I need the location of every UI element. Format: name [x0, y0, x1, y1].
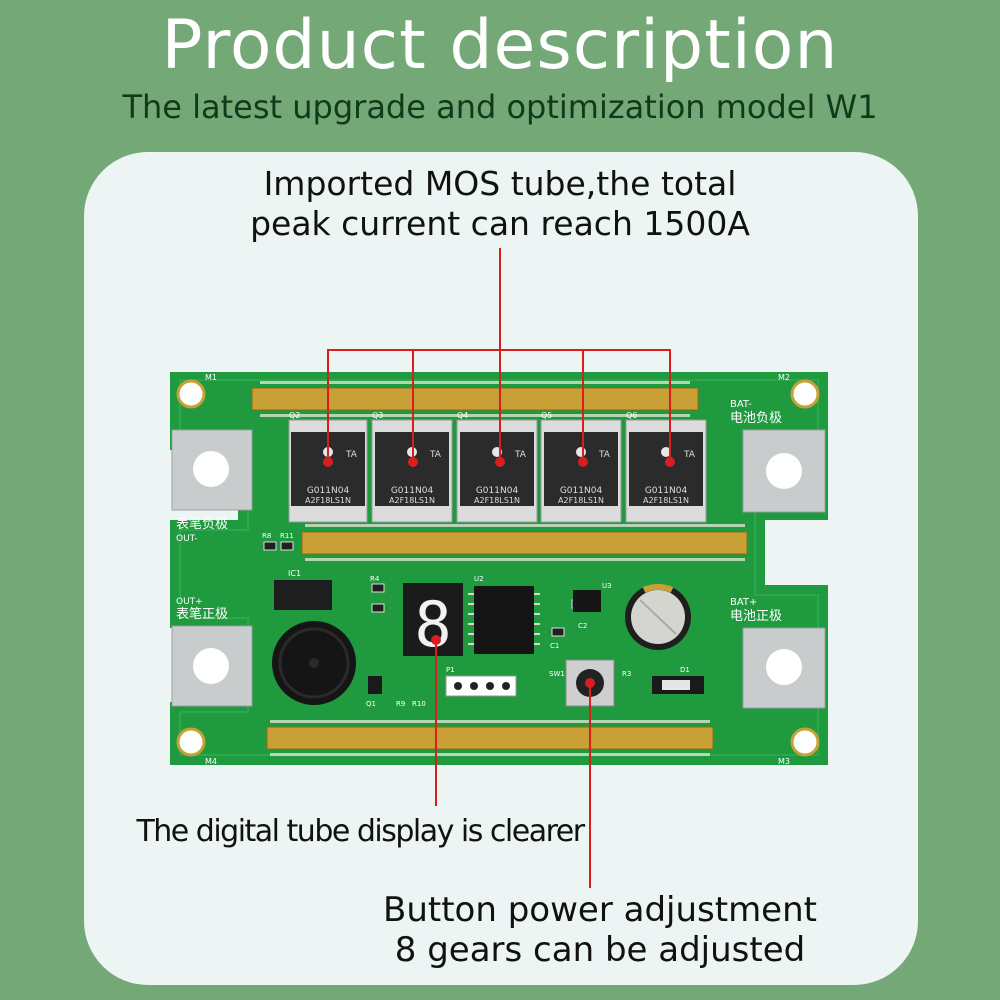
- main-ic-u2: U2: [468, 575, 540, 654]
- bat-pos-label: 电池正极: [730, 609, 782, 624]
- leader-lines: [327, 248, 671, 888]
- mosfet-marking: A2F18LS1N: [474, 496, 520, 505]
- push-button-sw1: SW1: [549, 659, 615, 707]
- mosfet-marking: A2F18LS1N: [389, 496, 435, 505]
- ref-r4: R4: [370, 575, 380, 583]
- bat-neg-code: BAT-: [730, 399, 752, 410]
- button-callout-line2: 8 gears can be adjusted: [394, 930, 806, 970]
- ref-r8: R8: [262, 532, 271, 540]
- ref-q1: Q1: [366, 700, 376, 708]
- ref-c2: C2: [578, 622, 587, 630]
- ref-sw1: SW1: [549, 670, 565, 678]
- mosfet-brand: TA: [683, 450, 696, 460]
- mosfet-ref: Q4: [457, 411, 468, 420]
- ic-ref: IC1: [288, 569, 301, 578]
- mosfet-marking: G011N04: [645, 486, 688, 496]
- ref-r9: R9: [396, 700, 405, 708]
- leader-dots: [323, 457, 675, 688]
- mosfet-brand: TA: [345, 450, 358, 460]
- button-callout-line1: Button power adjustment: [383, 890, 817, 930]
- mosfet-marking: G011N04: [476, 486, 519, 496]
- page-title: Product description: [161, 6, 839, 85]
- display-callout: The digital tube display is clearer: [136, 814, 585, 849]
- mosfet-marking: G011N04: [307, 486, 350, 496]
- mosfet-brand: TA: [429, 450, 442, 460]
- ref-r3: R3: [622, 670, 631, 678]
- regulator-u3: U3: [573, 582, 612, 612]
- diode-d1: D1: [652, 666, 704, 694]
- ic-ref: U2: [474, 575, 484, 583]
- out-pos-label: 表笔正极: [176, 606, 228, 622]
- mosfet-q6: G011N04 A2F18LS1N TA Q6: [625, 411, 707, 523]
- bat-pos-code: BAT+: [730, 597, 757, 608]
- mosfet-marking: A2F18LS1N: [558, 496, 604, 505]
- mosfet-marking: A2F18LS1N: [305, 496, 351, 505]
- digital-tube-display: 8: [403, 583, 463, 661]
- mount-ref-m4: M4: [205, 757, 217, 766]
- mosfet-marking: A2F18LS1N: [643, 496, 689, 505]
- mosfet-marking: G011N04: [560, 486, 603, 496]
- mosfet-brand: TA: [514, 450, 527, 460]
- mosfet-brand: TA: [598, 450, 611, 460]
- mosfet-ref: Q6: [626, 411, 637, 420]
- ref-r10: R10: [412, 700, 426, 708]
- display-digit: 8: [414, 588, 451, 661]
- gold-bus-bars: [251, 387, 748, 750]
- out-neg-code: OUT-: [176, 534, 198, 544]
- mount-ref-m1: M1: [205, 373, 217, 382]
- button-callout: Button power adjustment 8 gears can be a…: [330, 890, 870, 970]
- mosfet-marking: G011N04: [391, 486, 434, 496]
- mosfet-q4: G011N04 A2F18LS1N TA Q4: [456, 411, 538, 523]
- header-p1: P1: [445, 666, 517, 697]
- ref-p1: P1: [446, 666, 455, 674]
- out-pos-code: OUT+: [176, 597, 203, 607]
- bat-neg-label: 电池负极: [730, 411, 782, 426]
- mos-callout: Imported MOS tube,the total peak current…: [215, 164, 785, 244]
- ref-r11: R11: [280, 532, 294, 540]
- ic-ref: U3: [602, 582, 612, 590]
- mosfet-q5: G011N04 A2F18LS1N TA Q5: [540, 411, 622, 523]
- mosfet-ref: Q3: [372, 411, 383, 420]
- electrolytic-capacitor: [625, 583, 691, 650]
- ref-c1: C1: [550, 642, 559, 650]
- mount-ref-m2: M2: [778, 373, 790, 382]
- mosfet-ref: Q5: [541, 411, 552, 420]
- mos-callout-line2: peak current can reach 1500A: [250, 204, 750, 243]
- out-neg-label: 表笔负极: [176, 516, 228, 532]
- terminal-pads: [171, 429, 826, 709]
- mount-holes: [176, 379, 820, 757]
- page-subtitle: The latest upgrade and optimization mode…: [122, 88, 878, 126]
- optocoupler-ic1: IC1: [274, 569, 332, 610]
- pin-rows: [260, 381, 745, 756]
- ref-d1: D1: [680, 666, 690, 674]
- mount-ref-m3: M3: [778, 757, 790, 766]
- transistor-q1: [368, 676, 382, 694]
- buzzer: [272, 621, 356, 705]
- mosfet-ref: Q2: [289, 411, 300, 420]
- mos-callout-line1: Imported MOS tube,the total: [263, 164, 737, 203]
